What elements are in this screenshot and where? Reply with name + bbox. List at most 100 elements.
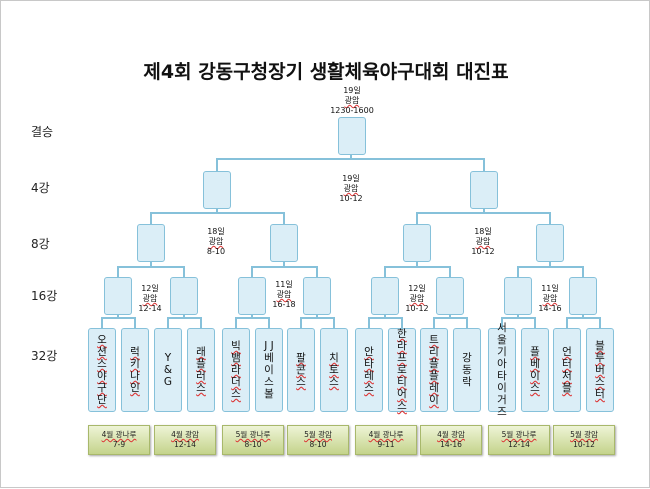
round16-place: 광암 [276,290,292,299]
team-name: 럭키나인 [130,346,140,394]
round16-date: 11일 [541,284,559,293]
final-info: 19일 광암 1230-1600 [323,86,381,116]
schedule-place: 4월 광암 [171,430,199,439]
schedule-time: 12-14 [508,440,530,449]
round16-time: 10-12 [405,304,429,313]
semifinal-time: 10-12 [339,194,363,203]
connector-r16-2 [251,261,318,277]
round16-info-2: 11일 광암 16-18 [263,280,305,310]
team-name: J J 베이스볼 [264,340,274,400]
team-name: 트리플플레이 [429,334,439,406]
round16-info-4: 11일 광암 14-16 [529,284,571,314]
team-box-7: 팔콘스 [287,328,315,412]
round16-box-5 [371,277,399,315]
quarterfinal-info-2: 18일 광암 10-12 [461,227,505,257]
team-name: Y & G [163,352,173,388]
team-name: 강동락 [462,352,472,388]
quarterfinal-time: 8-10 [206,247,226,256]
round16-box-8 [569,277,597,315]
quarterfinal-box-3 [403,224,431,262]
connector-r4 [216,153,485,171]
round16-date: 12일 [408,284,426,293]
round16-place: 광암 [142,294,158,303]
final-place: 광암 [344,96,360,105]
team-box-10: 한라프로티어스 [388,328,416,412]
team-name: 래플러스 [196,346,206,394]
semifinal-info: 19일 광암 10-12 [327,174,375,204]
round16-box-4 [303,277,331,315]
final-date: 19일 [343,86,361,95]
quarterfinal-box-2 [270,224,298,262]
round16-time: 14-16 [538,304,562,313]
team-name: 팔콘스 [296,352,306,388]
schedule-place: 5월 광나루 [235,430,271,439]
round-label-final: 결승 [31,125,54,139]
round16-box-7 [504,277,532,315]
team-box-13: 서울기아타이거즈 [488,322,516,418]
semifinal-box-2 [470,171,498,209]
page-title: 제4회 강동구청장기 생활체육야구대회 대진표 [143,61,509,83]
round16-info-1: 12일 광암 12-14 [129,284,171,314]
final-time: 1230-1600 [330,106,374,115]
team-box-2: 럭키나인 [121,328,149,412]
team-name: 언터처블 [562,346,572,394]
connector-r8-1 [150,207,285,224]
schedule-time: 8-10 [309,440,327,449]
connector-r16-1 [117,261,185,277]
schedule-time: 12-14 [174,440,196,449]
round-label-round-of-32: 32강 [31,349,58,363]
team-box-12: 강동락 [453,328,481,412]
round16-info-3: 12일 광암 10-12 [396,284,438,314]
schedule-place: 4월 광암 [437,430,465,439]
quarterfinal-date: 18일 [207,227,225,236]
round-label-semifinal: 4강 [31,181,50,195]
round-label-round-of-16: 16강 [31,289,58,303]
team-box-8: 치토스 [320,328,348,412]
round16-place: 광암 [409,294,425,303]
round16-box-6 [436,277,464,315]
team-box-6: J J 베이스볼 [255,328,283,412]
round16-place: 광암 [542,294,558,303]
round16-box-1 [104,277,132,315]
team-box-11: 트리플플레이 [420,328,448,412]
quarterfinal-box-4 [536,224,564,262]
quarterfinal-place: 광암 [208,237,224,246]
team-box-16: 블루버스터 [586,328,614,412]
round16-time: 12-14 [138,304,162,313]
semifinal-place: 광암 [343,184,359,193]
schedule-time: 14-16 [440,440,462,449]
connector-r16-4 [517,261,584,277]
team-box-4: 래플러스 [187,328,215,412]
final-match-box [338,117,366,155]
round-label-quarterfinal: 8강 [31,237,50,251]
team-box-5: 빅뱀라더스 [222,328,250,412]
connector-r16-3 [384,261,451,277]
schedule-place: 4월 광나루 [101,430,137,439]
team-name: 플베이스 [530,346,540,394]
team-name: 오션스야구단 [97,334,107,406]
team-name: 한라프로티어스 [397,328,407,412]
round16-date: 11일 [275,280,293,289]
semifinal-date: 19일 [342,174,360,183]
connector-r8-2 [416,207,551,224]
team-box-1: 오션스야구단 [88,328,116,412]
team-name: 블루버스터 [595,340,605,400]
schedule-place: 4월 광나루 [368,430,404,439]
quarterfinal-place: 광암 [475,237,491,246]
team-box-9: 안타레스 [355,328,383,412]
team-box-15: 언터처블 [553,328,581,412]
schedule-place: 5월 광암 [570,430,598,439]
round16-box-2 [170,277,198,315]
team-box-3: Y & G [154,328,182,412]
quarterfinal-info-1: 18일 광암 8-10 [194,227,238,257]
semifinal-box-1 [203,171,231,209]
team-box-14: 플베이스 [521,328,549,412]
round16-box-3 [238,277,266,315]
